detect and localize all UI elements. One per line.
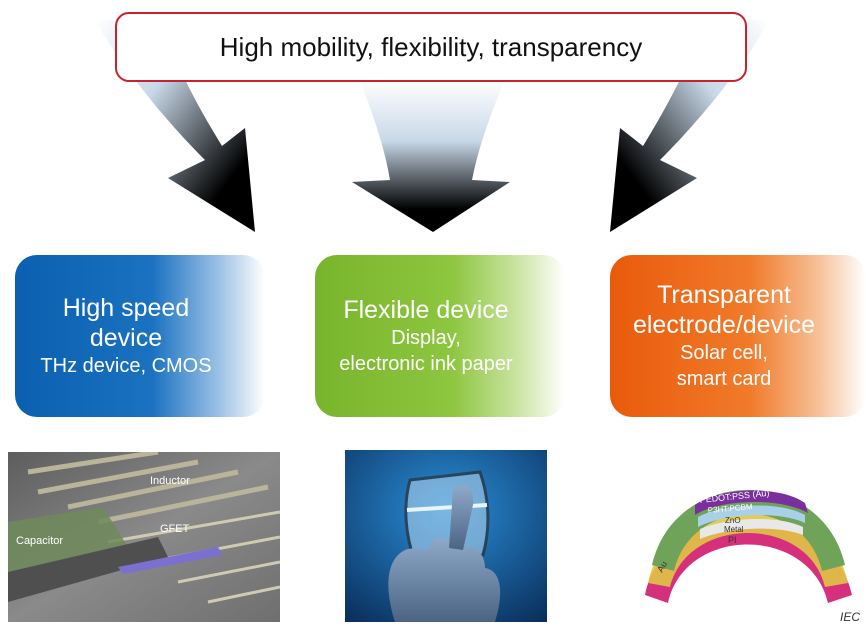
box-subtitle: electronic ink paper [339, 353, 513, 375]
box-title: Flexible device [343, 296, 509, 324]
box-title: Transparent [657, 281, 791, 309]
zno-label: ZnO [725, 516, 741, 525]
banner-text: High mobility, flexibility, transparency [219, 31, 643, 62]
au-label: Au [655, 559, 669, 574]
metal-label: Metal [724, 525, 744, 534]
box-title: High speed [62, 294, 190, 322]
box-title: device [89, 324, 163, 352]
high-speed-device-box: High speed device THz device, CMOS [15, 255, 265, 417]
sem-circuit-image: Inductor GFET Capacitor [8, 452, 280, 622]
gfet-label: GFET [160, 523, 190, 535]
flexible-solar-cell-image: PMMA/graphene PEDOT:PSS (Au) P3HT:PCBM Z… [645, 466, 852, 603]
transparent-electrode-box: Transparent electrode/device Solar cell,… [610, 255, 866, 417]
box-subtitle: Display, [391, 327, 461, 349]
box-subtitle: Solar cell, [680, 342, 768, 364]
box-subtitle: smart card [676, 368, 772, 390]
iec-credit: IEC [839, 610, 860, 624]
flexible-film-photo [345, 450, 547, 622]
inductor-label: Inductor [150, 475, 190, 487]
center-arrow [352, 80, 510, 232]
top-banner: High mobility, flexibility, transparency [115, 12, 747, 82]
box-title: electrode/device [632, 311, 816, 339]
box-subtitle: THz device, CMOS [40, 355, 212, 377]
pi-label: PI [728, 535, 737, 545]
capacitor-label: Capacitor [16, 535, 63, 547]
p3ht-label: P3HT:PCBM [707, 502, 753, 515]
pmma-graphene-label: PMMA/graphene [689, 466, 757, 485]
flexible-device-box: Flexible device Display, electronic ink … [315, 255, 565, 417]
